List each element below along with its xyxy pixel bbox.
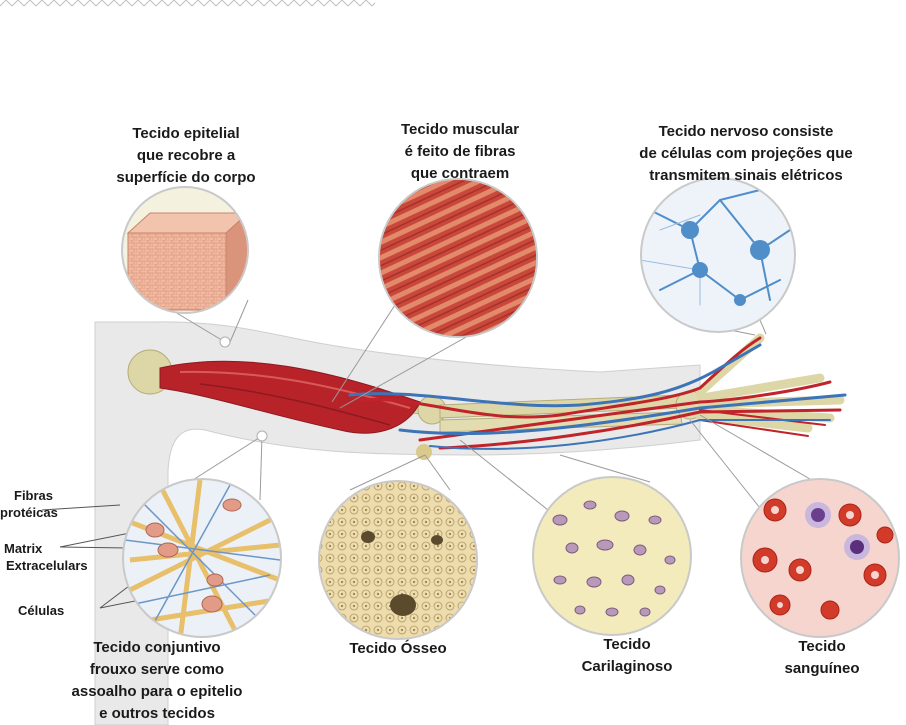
label-bone: Tecido Ósseo (318, 638, 478, 660)
top-border-pattern (0, 0, 375, 8)
muscle-tissue-circle (378, 178, 538, 338)
epithelial-tissue-circle (122, 187, 248, 313)
cartilage-tissue-circle (533, 477, 691, 635)
bone-tissue-circle (318, 480, 478, 640)
nervous-tissue-circle (640, 178, 795, 332)
label-cells: Células (18, 602, 64, 619)
blood-tissue-circle (741, 479, 899, 637)
